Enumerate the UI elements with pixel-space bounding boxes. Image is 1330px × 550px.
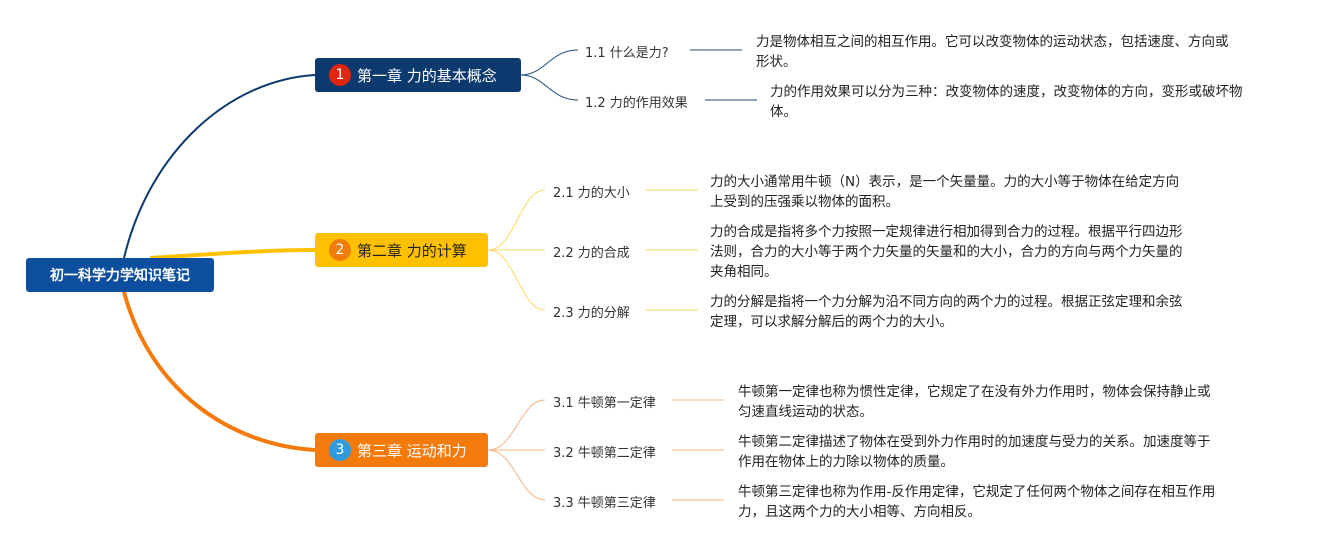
desc-line: 力的合成是指将多个力按照一定规律进行相加得到合力的过程。根据平行四边形 bbox=[710, 224, 1183, 240]
desc-line: 法则，合力的大小等于两个力矢量的矢量和的大小，合力的方向与两个力矢量的 bbox=[710, 244, 1183, 260]
connector-root-ch3 bbox=[122, 291, 316, 452]
desc-line: 牛顿第二定律描述了物体在受到外力作用时的加速度与受力的关系。加速度等于 bbox=[738, 434, 1211, 450]
chapter-label: 第二章 力的计算 bbox=[357, 241, 467, 260]
connector-ch3-s1 bbox=[487, 399, 546, 451]
chapter-label: 第三章 运动和力 bbox=[357, 441, 467, 460]
desc-line: 力的大小通常用牛顿（N）表示，是一个矢量量。力的大小等于物体在给定方向 bbox=[710, 174, 1180, 190]
section-desc-2-2: 力的合成是指将多个力按照一定规律进行相加得到合力的过程。根据平行四边形 法则，合… bbox=[710, 222, 1230, 282]
chapter-number-badge: 1 bbox=[329, 64, 351, 86]
root-label: 初一科学力学知识笔记 bbox=[50, 268, 190, 284]
section-desc-3-2: 牛顿第二定律描述了物体在受到外力作用时的加速度与受力的关系。加速度等于 作用在物… bbox=[738, 432, 1258, 472]
desc-line: 力，且这两个力的大小相等、方向相反。 bbox=[738, 504, 981, 520]
section-desc-3-3: 牛顿第三定律也称为作用-反作用定律，它规定了任何两个物体之间存在相互作用 力，且… bbox=[738, 482, 1278, 522]
desc-line: 力的作用效果可以分为三种：改变物体的速度，改变物体的方向，变形或破坏物 bbox=[770, 84, 1243, 100]
connector-root-ch1 bbox=[123, 74, 316, 259]
root-node[interactable]: 初一科学力学知识笔记 bbox=[26, 258, 214, 292]
section-node-2-1[interactable]: 2.1 力的大小 bbox=[553, 186, 630, 201]
connector-ch2-s1 bbox=[487, 189, 546, 251]
section-desc-1-1: 力是物体相互之间的相互作用。它可以改变物体的运动状态，包括速度、方向或 形状。 bbox=[756, 32, 1276, 72]
chapter-node-1[interactable]: 1 第一章 力的基本概念 bbox=[315, 58, 521, 92]
section-node-3-2[interactable]: 3.2 牛顿第二定律 bbox=[553, 446, 656, 461]
section-node-3-3[interactable]: 3.3 牛顿第三定律 bbox=[553, 496, 656, 511]
desc-line: 夹角相同。 bbox=[710, 264, 778, 280]
section-node-1-1[interactable]: 1.1 什么是力? bbox=[585, 46, 669, 61]
desc-line: 匀速直线运动的状态。 bbox=[738, 404, 873, 420]
chapter-label: 第一章 力的基本概念 bbox=[357, 66, 497, 85]
desc-line: 定理，可以求解分解后的两个力的大小。 bbox=[710, 314, 953, 330]
chapter-node-2[interactable]: 2 第二章 力的计算 bbox=[315, 233, 488, 267]
desc-line: 牛顿第三定律也称为作用-反作用定律，它规定了任何两个物体之间存在相互作用 bbox=[738, 484, 1216, 500]
section-node-2-2[interactable]: 2.2 力的合成 bbox=[553, 246, 630, 261]
connector-root-ch2 bbox=[149, 248, 316, 260]
connector-ch1-s1 bbox=[520, 49, 579, 76]
desc-line: 作用在物体上的力除以物体的质量。 bbox=[738, 454, 954, 470]
connector-ch1-s2 bbox=[520, 74, 579, 101]
desc-line: 牛顿第一定律也称为惯性定律，它规定了在没有外力作用时，物体会保持静止或 bbox=[738, 384, 1211, 400]
section-desc-2-3: 力的分解是指将一个力分解为沿不同方向的两个力的过程。根据正弦定理和余弦 定理，可… bbox=[710, 292, 1230, 332]
section-node-2-3[interactable]: 2.3 力的分解 bbox=[553, 306, 630, 321]
section-node-3-1[interactable]: 3.1 牛顿第一定律 bbox=[553, 396, 656, 411]
desc-line: 上受到的压强乘以物体的面积。 bbox=[710, 194, 899, 210]
chapter-node-3[interactable]: 3 第三章 运动和力 bbox=[315, 433, 488, 467]
section-node-1-2[interactable]: 1.2 力的作用效果 bbox=[585, 96, 688, 111]
desc-line: 力是物体相互之间的相互作用。它可以改变物体的运动状态，包括速度、方向或 bbox=[756, 34, 1229, 50]
section-desc-3-1: 牛顿第一定律也称为惯性定律，它规定了在没有外力作用时，物体会保持静止或 匀速直线… bbox=[738, 382, 1258, 422]
section-desc-1-2: 力的作用效果可以分为三种：改变物体的速度，改变物体的方向，变形或破坏物 体。 bbox=[770, 82, 1290, 122]
connector-ch3-s3 bbox=[487, 449, 546, 501]
connector-ch2-s3 bbox=[487, 249, 546, 311]
desc-line: 体。 bbox=[770, 104, 797, 120]
desc-line: 力的分解是指将一个力分解为沿不同方向的两个力的过程。根据正弦定理和余弦 bbox=[710, 294, 1183, 310]
desc-line: 形状。 bbox=[756, 54, 797, 70]
section-desc-2-1: 力的大小通常用牛顿（N）表示，是一个矢量量。力的大小等于物体在给定方向 上受到的… bbox=[710, 172, 1230, 212]
chapter-number-badge: 3 bbox=[329, 439, 351, 461]
chapter-number-badge: 2 bbox=[329, 239, 351, 261]
